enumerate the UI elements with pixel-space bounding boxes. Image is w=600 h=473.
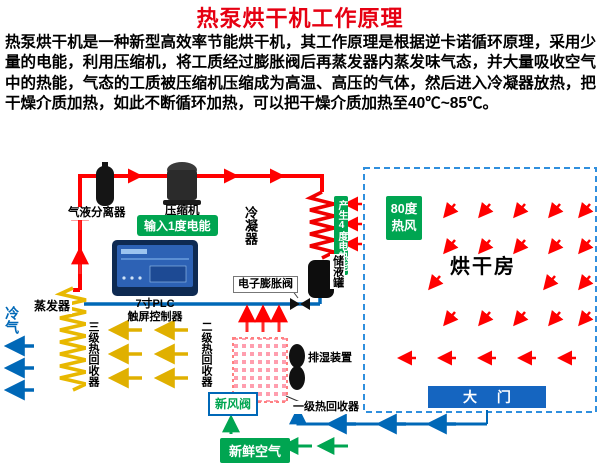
expansion-valve-icon (290, 289, 310, 310)
recovery1-label: 一级热回收器 (291, 401, 361, 414)
recovery2-label: 二级热回收器 (199, 318, 212, 390)
fresh-air-badge: 新鲜空气 (220, 438, 291, 463)
hot-gas-pipe (73, 174, 324, 292)
working-principle-diagram: 气液分离器 压缩机 输入1度电能 冷凝器 产生4度电热能 80度热风 烘干房 储… (0, 158, 600, 473)
plc-label-line1: 7寸PLC (135, 298, 175, 310)
dehumidifier-label: 排湿装置 (306, 352, 354, 365)
compressor-label: 压缩机 (163, 205, 202, 219)
condenser-coil (304, 190, 340, 260)
return-air-duct (289, 406, 488, 424)
recovery-air-arrows (112, 330, 188, 378)
liquid-tank-label: 储液罐 (330, 254, 345, 289)
recovery3-label: 三级热回收器 (86, 318, 99, 390)
hot-air-badge: 80度热风 (386, 196, 422, 240)
door-label: 大 门 (428, 386, 546, 408)
recovery1-block (232, 337, 301, 403)
plc-screen (112, 240, 198, 296)
drying-room-wall (363, 167, 597, 413)
drying-room-label: 烘干房 (450, 256, 516, 278)
gas-liquid-separator-label: 气液分离器 (66, 207, 128, 221)
intro-paragraph: 热泵烘干机是一种新型高效率节能烘干机，其工作原理是根据逆卡诺循环原理，采用少量的… (5, 34, 596, 113)
plc-label: 7寸PLC 触屏控制器 (112, 298, 198, 324)
dehumidifier-icon (289, 344, 305, 390)
gas-liquid-separator-icon (96, 162, 114, 206)
fresh-air-valve-box: 新风阀 (208, 392, 258, 416)
cold-air-arrows (8, 346, 34, 390)
hot-air-arrows (346, 204, 590, 358)
compressor-icon (163, 162, 201, 205)
cold-air-label: 冷气 (4, 306, 21, 334)
diagram-graphics (0, 162, 597, 473)
evaporator-label: 蒸发器 (32, 299, 73, 314)
plc-label-line2: 触屏控制器 (127, 311, 183, 323)
expansion-valve-label: 电子膨胀阀 (233, 276, 298, 293)
input-power-badge: 输入1度电能 (137, 215, 218, 236)
rising-air-arrows (247, 308, 279, 332)
condenser-label: 冷凝器 (241, 204, 258, 247)
page-title: 热泵烘干机工作原理 (196, 6, 404, 31)
